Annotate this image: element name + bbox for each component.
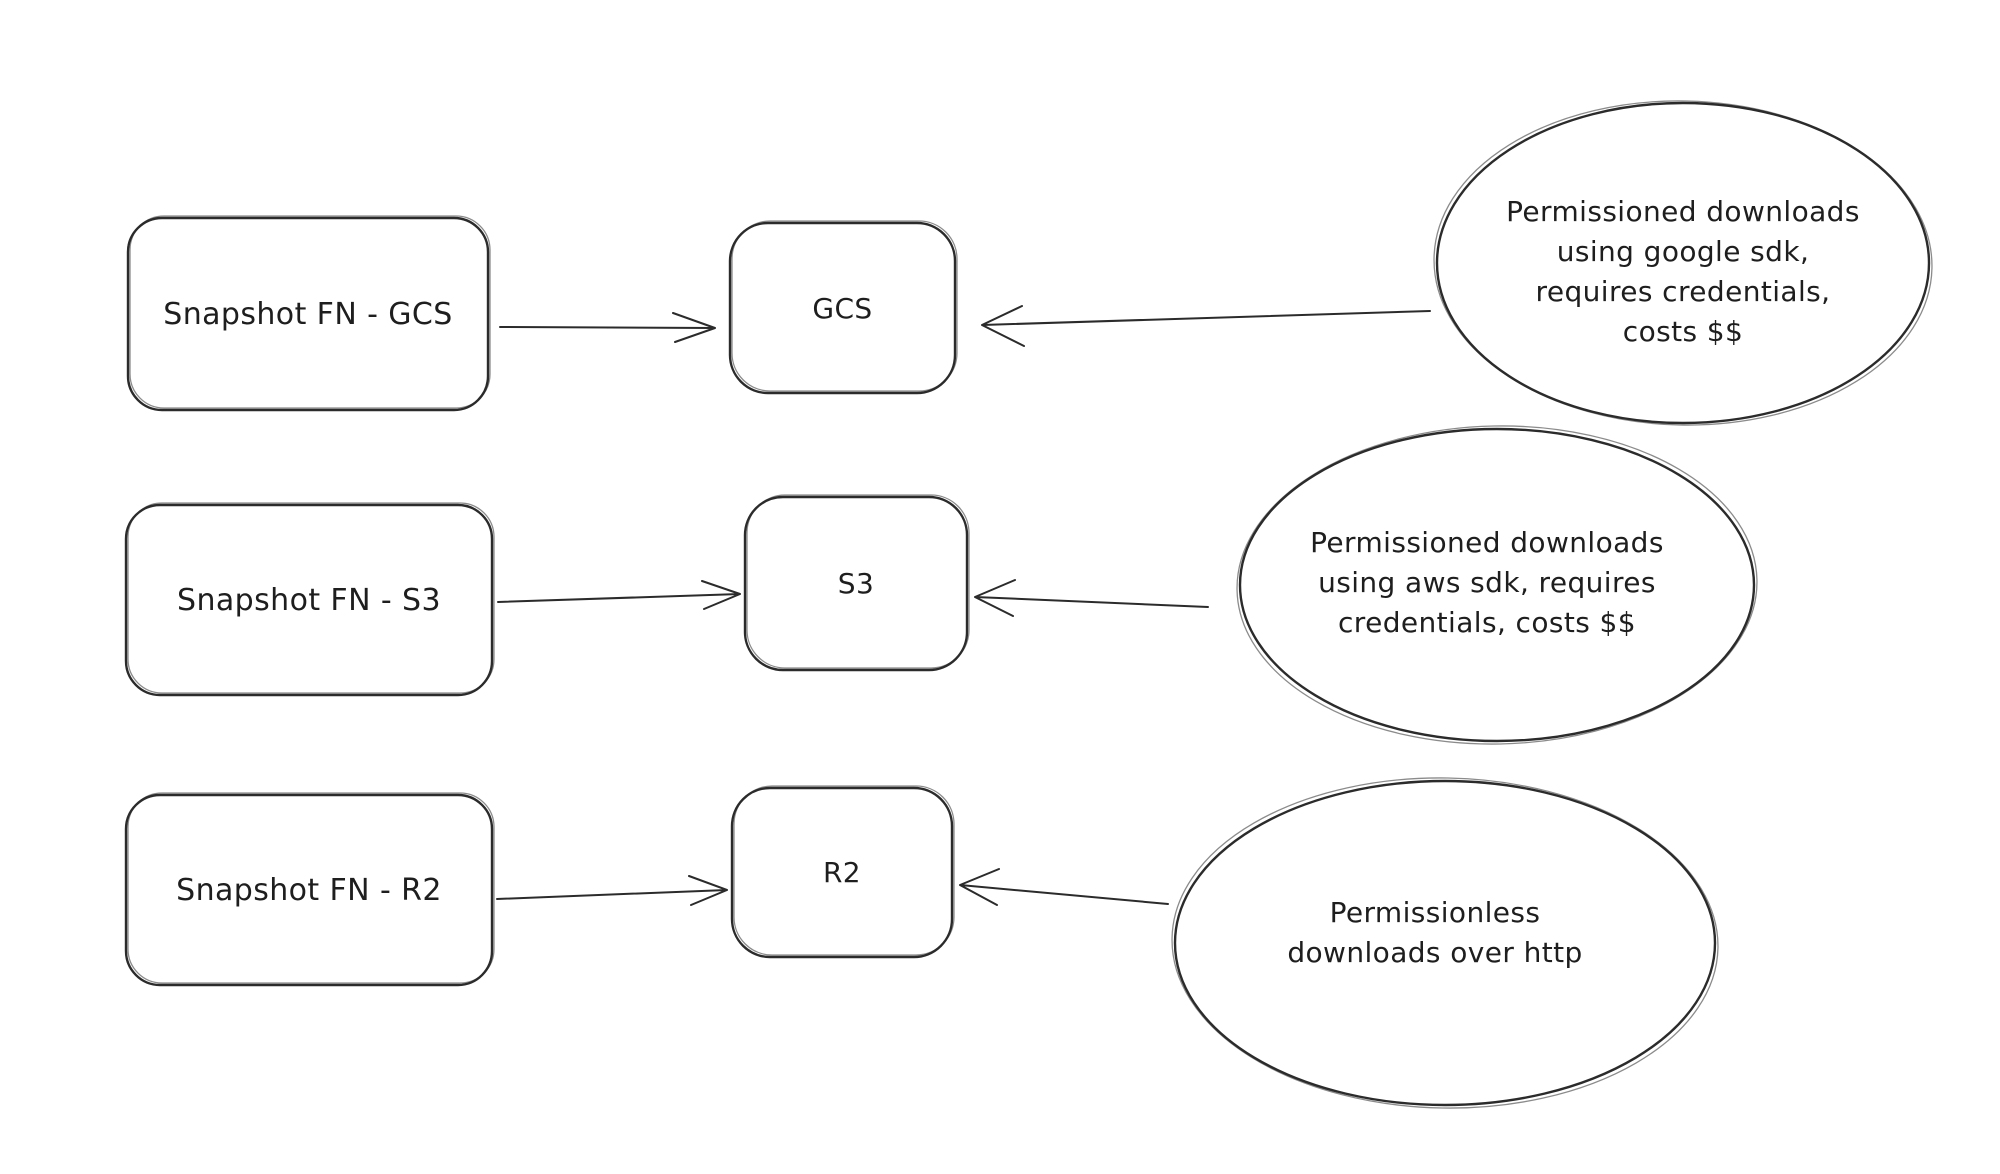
note-r2-label: Permissionless downloads over http — [1287, 896, 1583, 969]
target-node-r2-box-echo — [733, 785, 955, 956]
source-node-r2-box-echo — [127, 792, 495, 984]
note-ellipse-gcs-echo — [1433, 100, 1933, 426]
target-node-r2-label: R2 — [822, 856, 862, 889]
source-node-gcs-box — [126, 216, 490, 412]
note-ellipse-s3 — [1238, 427, 1756, 743]
target-node-s3-label: S3 — [837, 567, 875, 600]
note-ellipse-gcs — [1435, 101, 1931, 425]
arrow-note-to-gcs — [981, 305, 1431, 347]
source-node-r2-box — [124, 793, 494, 987]
source-node-gcs-box-echo — [129, 215, 491, 409]
note-ellipse-r2-echo — [1171, 777, 1719, 1109]
source-node-s3-box — [124, 503, 494, 697]
note-gcs-label: Permissioned downloads using google sdk,… — [1506, 195, 1860, 348]
note-s3-label: Permissioned downloads using aws sdk, re… — [1310, 526, 1664, 639]
target-node-r2-box — [730, 786, 954, 959]
source-node-s3-box-echo — [127, 502, 495, 694]
target-node-gcs-label: GCS — [812, 291, 873, 325]
arrow-snapshot-to-r2 — [496, 875, 728, 906]
target-node-gcs-box-echo — [731, 220, 958, 392]
source-node-gcs-label: Snapshot FN - GCS — [163, 296, 453, 332]
target-node-gcs-box — [728, 221, 957, 395]
source-node-s3-label: Snapshot FN - S3 — [177, 582, 441, 618]
arrow-note-to-s3 — [974, 579, 1209, 617]
arrow-snapshot-to-s3 — [497, 580, 741, 610]
target-node-s3-box-echo — [746, 494, 970, 669]
target-node-s3-box — [743, 495, 969, 672]
arrow-snapshot-to-gcs — [499, 312, 716, 343]
source-node-r2-label: Snapshot FN - R2 — [176, 872, 442, 908]
note-ellipse-r2 — [1173, 779, 1717, 1107]
arrow-note-to-r2 — [959, 868, 1169, 906]
note-ellipse-s3-echo — [1236, 425, 1758, 745]
